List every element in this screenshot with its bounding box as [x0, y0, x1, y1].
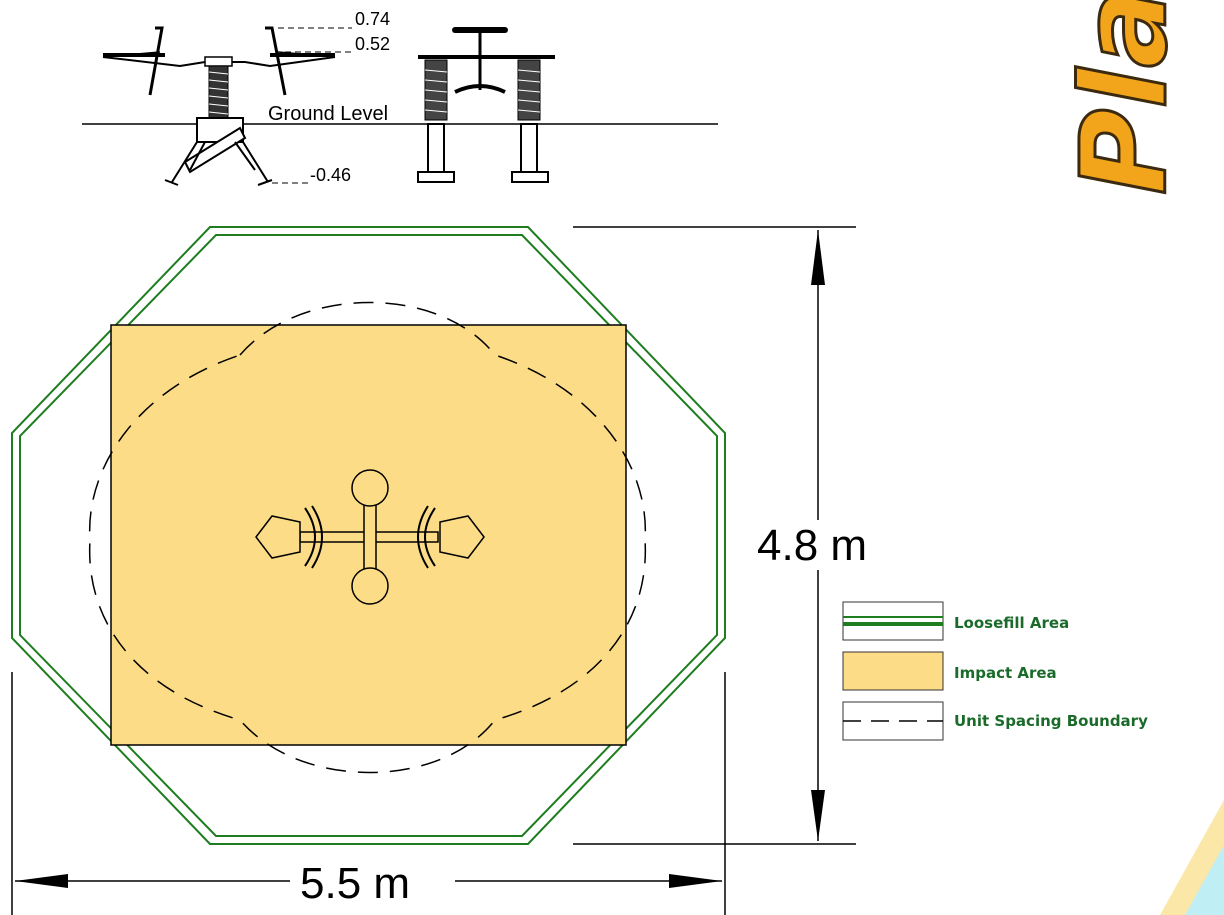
legend-item-loosefill: Loosefill Area	[842, 601, 1069, 641]
width-label: 5.5 m	[300, 859, 410, 908]
plan-view: 5.5 m 4.8 m	[11, 226, 867, 915]
height-top-label: 0.74	[355, 9, 390, 29]
legend-item-impact: Impact Area	[842, 651, 1057, 691]
loosefill-area-boundary	[11, 226, 726, 845]
brand-logo: Play	[1054, 0, 1195, 197]
legend-item-spacing: Unit Spacing Boundary	[842, 701, 1148, 741]
legend-label-impact: Impact Area	[954, 664, 1057, 682]
depth-label: -0.46	[310, 165, 351, 185]
ground-level-label: Ground Level	[268, 103, 388, 125]
depth-label: 4.8 m	[757, 521, 867, 570]
legend-label-loosefill: Loosefill Area	[954, 614, 1069, 632]
corner-decoration	[1160, 800, 1224, 915]
seesaw-plan	[255, 469, 485, 605]
legend: Loosefill Area Impact Area Unit Spacing …	[842, 601, 1148, 741]
legend-label-spacing: Unit Spacing Boundary	[954, 712, 1148, 730]
height-seat-label: 0.52	[355, 34, 390, 54]
handle-left	[148, 26, 164, 96]
elevation-view: 0.74 0.52 Ground Level -0.46	[82, 9, 718, 186]
handle-right	[265, 26, 287, 96]
logo-text: Play	[1055, 0, 1193, 195]
